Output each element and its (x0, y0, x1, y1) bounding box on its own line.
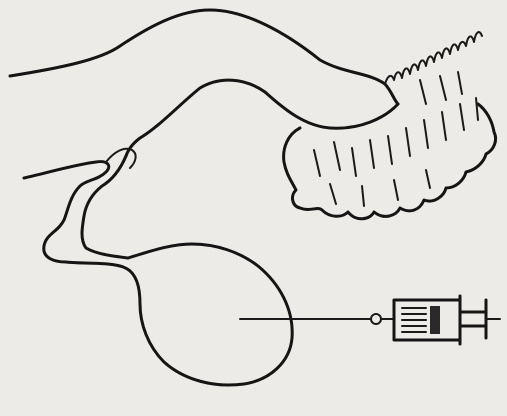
thumb-contour (24, 162, 120, 266)
pouch-sac (120, 244, 292, 385)
syringe-plunger-rod (460, 312, 486, 326)
fingers-outline (284, 104, 496, 219)
hand-inner-contour (126, 80, 398, 156)
syringe-plunger-seal (430, 306, 440, 334)
needle-hub (371, 314, 381, 324)
syringe-graduations (402, 308, 426, 332)
hand-outer-contour (10, 10, 398, 104)
hair-fringe (385, 32, 482, 84)
